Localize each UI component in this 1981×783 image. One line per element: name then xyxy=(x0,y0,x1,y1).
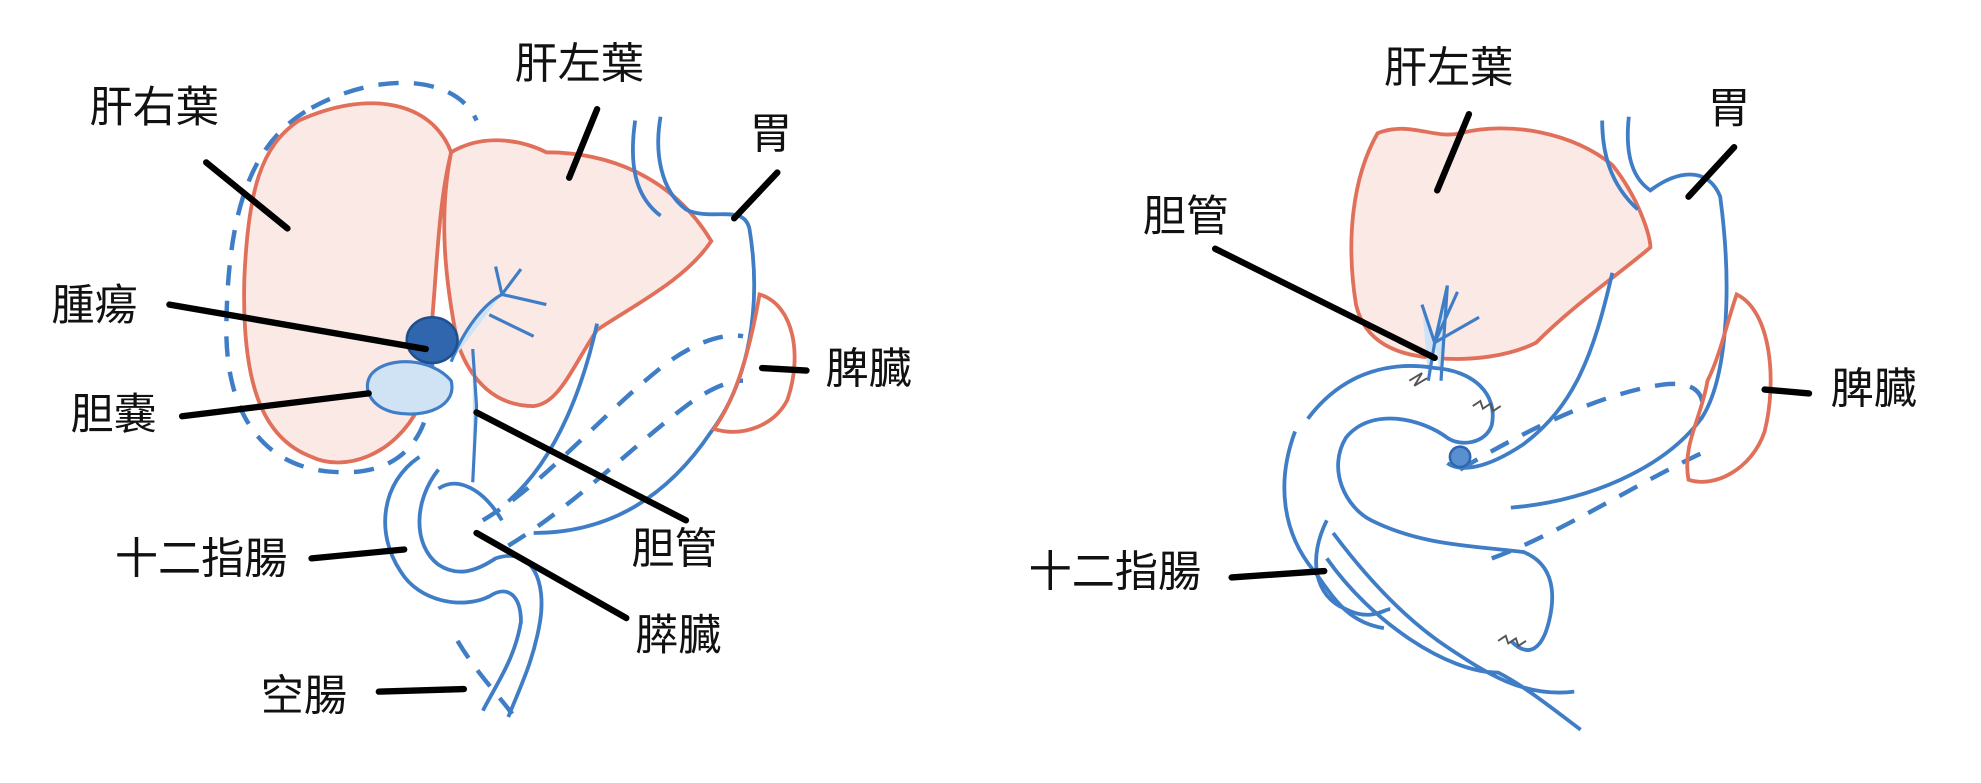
label-jejunum: 空腸 xyxy=(261,672,347,722)
leader-bile-duct xyxy=(473,409,690,524)
duodenum xyxy=(383,455,544,718)
leader-tumor xyxy=(166,301,429,353)
leader-spleen xyxy=(1761,386,1813,397)
leader-pancreas xyxy=(473,529,630,622)
label-left-lobe: 肝左葉 xyxy=(1384,43,1513,93)
diagram-after: 肝左葉 胃 胆管 脾臓 十二指腸 xyxy=(1029,43,1917,732)
spleen xyxy=(710,291,797,434)
anastomosis xyxy=(1448,445,1472,469)
label-left-lobe: 肝左葉 xyxy=(515,40,644,90)
hepaticojejunostomy-loop xyxy=(1282,364,1582,732)
bile-duct xyxy=(1420,285,1480,381)
duodenum xyxy=(1314,519,1391,617)
leader-duodenum xyxy=(1228,567,1328,581)
leader-duodenum xyxy=(308,546,408,562)
label-stomach: 胃 xyxy=(1708,84,1751,134)
label-bile-duct: 胆管 xyxy=(1143,192,1229,242)
label-right-lobe: 肝右葉 xyxy=(89,83,218,133)
leader-right-lobe xyxy=(203,159,291,232)
label-spleen: 脾臓 xyxy=(1831,365,1917,415)
spleen xyxy=(1685,291,1773,484)
leader-left-lobe xyxy=(566,105,601,181)
stomach xyxy=(1446,116,1729,510)
tumor xyxy=(405,315,459,365)
leader-stomach xyxy=(1685,144,1738,200)
label-stomach: 胃 xyxy=(749,109,792,159)
label-duodenum: 十二指腸 xyxy=(115,535,288,585)
leader-bile-duct xyxy=(1211,245,1438,362)
label-bile-duct: 胆管 xyxy=(631,524,717,574)
liver-left-lobe xyxy=(442,138,714,408)
leader-left-lobe xyxy=(1434,111,1473,194)
gallbladder xyxy=(365,360,454,416)
liver-left-lobe xyxy=(1349,126,1653,361)
label-spleen: 脾臓 xyxy=(826,344,912,394)
leader-spleen xyxy=(758,364,810,374)
jejunum xyxy=(455,639,517,719)
pancreas xyxy=(1458,381,1709,561)
suture-marks xyxy=(1408,372,1527,648)
label-duodenum: 十二指腸 xyxy=(1029,547,1202,597)
leader-stomach xyxy=(730,169,781,222)
leader-jejunum xyxy=(375,685,468,695)
label-tumor: 腫瘍 xyxy=(51,281,137,331)
leader-gallbladder xyxy=(178,390,372,420)
label-gallbladder: 胆嚢 xyxy=(70,390,156,440)
diagram-before: 肝右葉 肝左葉 胃 腫瘍 胆嚢 脾臓 胆管 十二指腸 膵臓 空腸 xyxy=(51,40,911,722)
label-pancreas: 膵臓 xyxy=(635,611,721,661)
pancreas xyxy=(481,333,744,548)
bile-duct-tree xyxy=(449,266,547,483)
